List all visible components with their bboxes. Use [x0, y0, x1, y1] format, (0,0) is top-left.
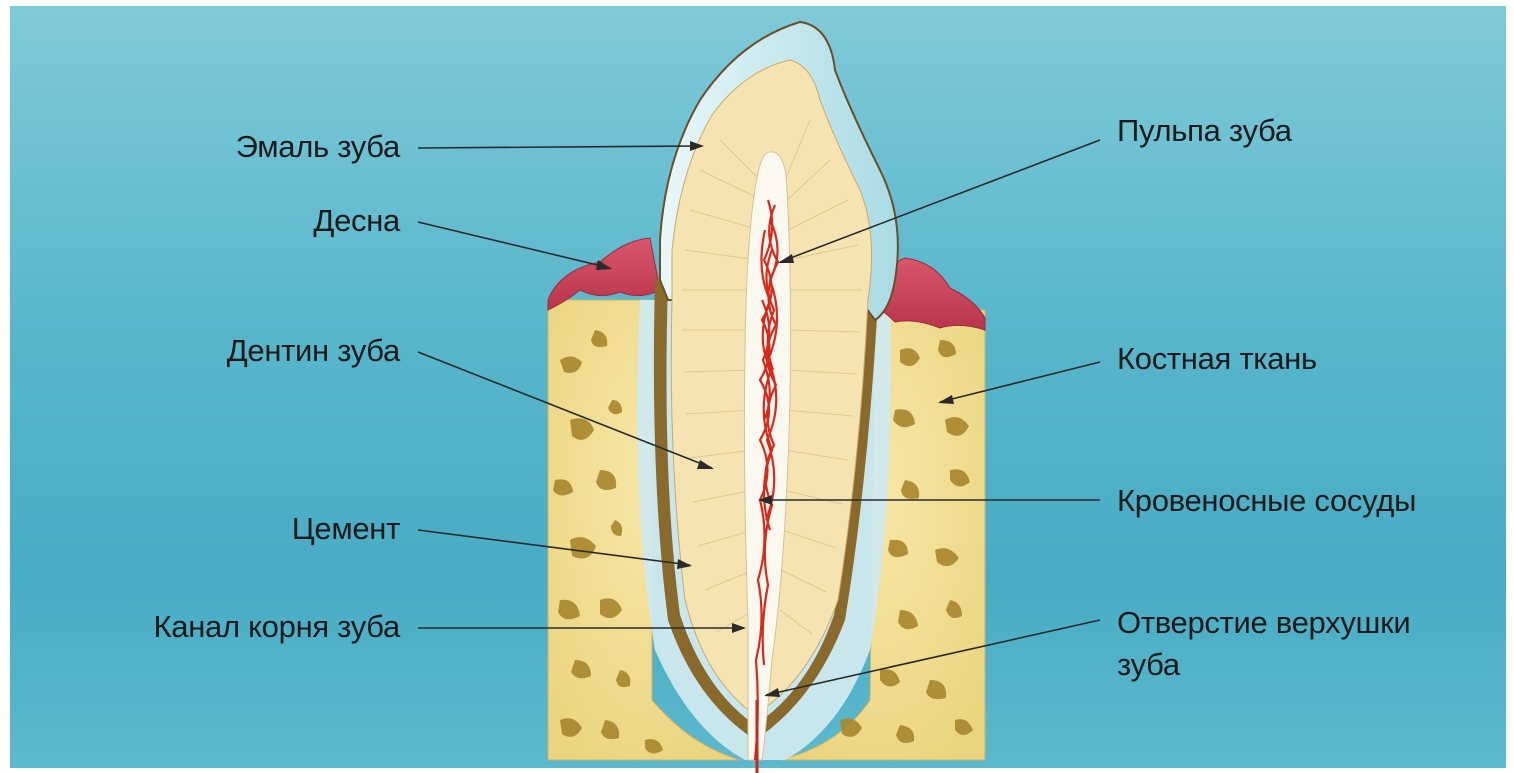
label-apex-line1: Отверстие верхушки: [1117, 604, 1410, 642]
label-root-canal: Канал корня зуба: [60, 608, 400, 646]
gum-left: [548, 238, 660, 310]
label-apex-line2: зуба: [1117, 646, 1180, 684]
label-cement: Цемент: [150, 510, 400, 548]
label-dentin: Дентин зуба: [150, 332, 400, 370]
label-vessels: Кровеносные сосуды: [1117, 482, 1416, 520]
label-bone: Костная ткань: [1117, 340, 1317, 378]
label-gum: Десна: [150, 202, 400, 240]
label-pulp: Пульпа зуба: [1117, 112, 1292, 150]
label-enamel: Эмаль зуба: [150, 128, 400, 166]
